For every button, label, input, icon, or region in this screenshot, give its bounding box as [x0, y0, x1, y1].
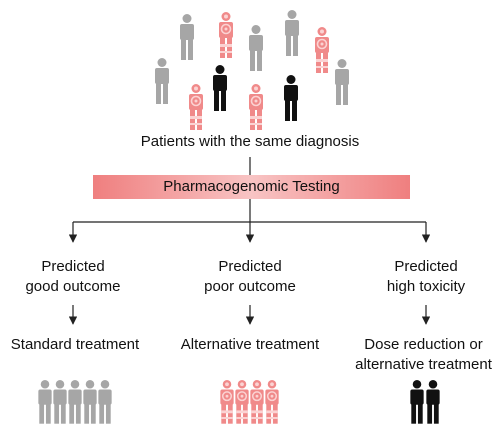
prediction-line-2: good outcome [25, 278, 121, 295]
treatment-standard: Standard treatment [0, 335, 150, 355]
patient-figure-gray [83, 380, 97, 424]
banner-label: Pharmacogenomic Testing [163, 178, 340, 195]
patient-group-dose-reduction [410, 380, 440, 424]
prediction-line-1: Predicted [394, 258, 458, 275]
patient-figure-gray [249, 25, 263, 71]
patient-figure-gray [98, 380, 112, 424]
patient-figure-pink [249, 84, 263, 130]
patient-group-standard [38, 380, 112, 424]
patient-figure-pink [235, 380, 249, 424]
patient-figure-gray [155, 58, 169, 104]
treatment-line-1: Dose reduction or [364, 336, 483, 353]
prediction-high-toxicity: Predicted high toxicity [366, 257, 486, 297]
prediction-good-outcome: Predicted good outcome [13, 257, 133, 297]
patient-figure-pink [220, 380, 234, 424]
patient-crowd [155, 10, 349, 130]
prediction-line-1: Predicted [218, 258, 282, 275]
patient-figure-gray [68, 380, 82, 424]
patient-figure-pink [189, 84, 203, 130]
patient-figure-pink [250, 380, 264, 424]
patient-figure-black [213, 65, 227, 111]
patient-figure-pink [315, 27, 329, 73]
patient-figure-gray [53, 380, 67, 424]
patient-figure-black [426, 380, 440, 424]
patient-group-alternative [220, 380, 279, 424]
treatment-alternative: Alternative treatment [172, 335, 328, 355]
top-label: Patients with the same diagnosis [140, 133, 360, 150]
patient-figure-pink [219, 12, 233, 58]
patient-figure-gray [38, 380, 52, 424]
pharmacogenomic-testing-banner: Pharmacogenomic Testing [93, 175, 410, 199]
prediction-poor-outcome: Predicted poor outcome [190, 257, 310, 297]
patient-figure-gray [335, 59, 349, 105]
treatment-line-1: Alternative treatment [180, 336, 320, 353]
treatment-line-2: alternative treatment [355, 356, 492, 373]
prediction-line-2: high toxicity [386, 278, 466, 295]
treatment-line-1: Standard treatment [10, 336, 140, 353]
prediction-line-1: Predicted [41, 258, 105, 275]
treatment-dose-reduction: Dose reduction or alternative treatment [347, 335, 500, 375]
patient-figure-pink [265, 380, 279, 424]
patient-figure-gray [285, 10, 299, 56]
patient-figure-black [284, 75, 298, 121]
patient-figure-gray [180, 14, 194, 60]
prediction-line-2: poor outcome [204, 278, 296, 295]
patient-figure-black [410, 380, 424, 424]
